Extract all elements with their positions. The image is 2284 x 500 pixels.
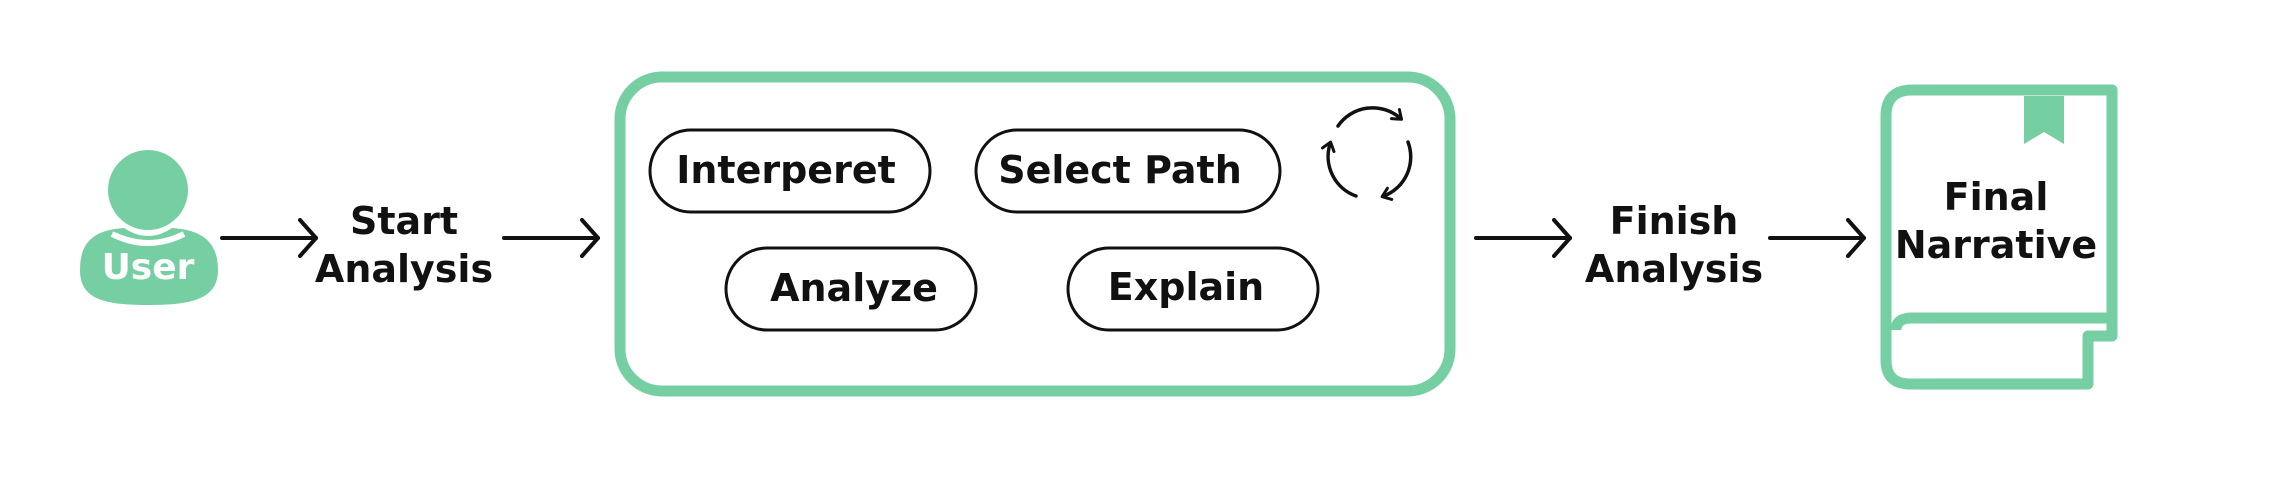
finish-label-line1: Finish bbox=[1610, 199, 1739, 243]
step-pill-analyze: Analyze bbox=[724, 246, 978, 332]
refresh-cycle-icon bbox=[1320, 106, 1413, 201]
step-label-interperet: Interperet bbox=[676, 148, 896, 192]
finish-analysis-node: Finish Analysis bbox=[1585, 199, 1763, 291]
start-label-line2: Analysis bbox=[315, 247, 493, 291]
finish-label-line2: Analysis bbox=[1585, 247, 1763, 291]
analysis-loop-container: Interperet Select Path Analyze Explain bbox=[614, 71, 1456, 397]
step-pill-explain: Explain bbox=[1066, 246, 1320, 332]
step-pill-interperet: Interperet bbox=[648, 128, 932, 214]
start-analysis-node: Start Analysis bbox=[315, 199, 493, 291]
step-label-select-path: Select Path bbox=[998, 148, 1242, 192]
book-icon bbox=[1880, 84, 2118, 390]
step-label-analyze: Analyze bbox=[770, 266, 938, 310]
user-icon bbox=[80, 150, 218, 305]
user-label: User bbox=[102, 247, 195, 288]
user-node: User bbox=[80, 150, 218, 305]
output-label-line2: Narrative bbox=[1895, 223, 2097, 267]
start-label-line1: Start bbox=[350, 199, 458, 243]
step-label-explain: Explain bbox=[1108, 265, 1264, 309]
output-label-line1: Final bbox=[1944, 175, 2049, 219]
step-pill-select-path: Select Path bbox=[974, 128, 1282, 214]
final-narrative-node: Final Narrative bbox=[1880, 84, 2118, 390]
